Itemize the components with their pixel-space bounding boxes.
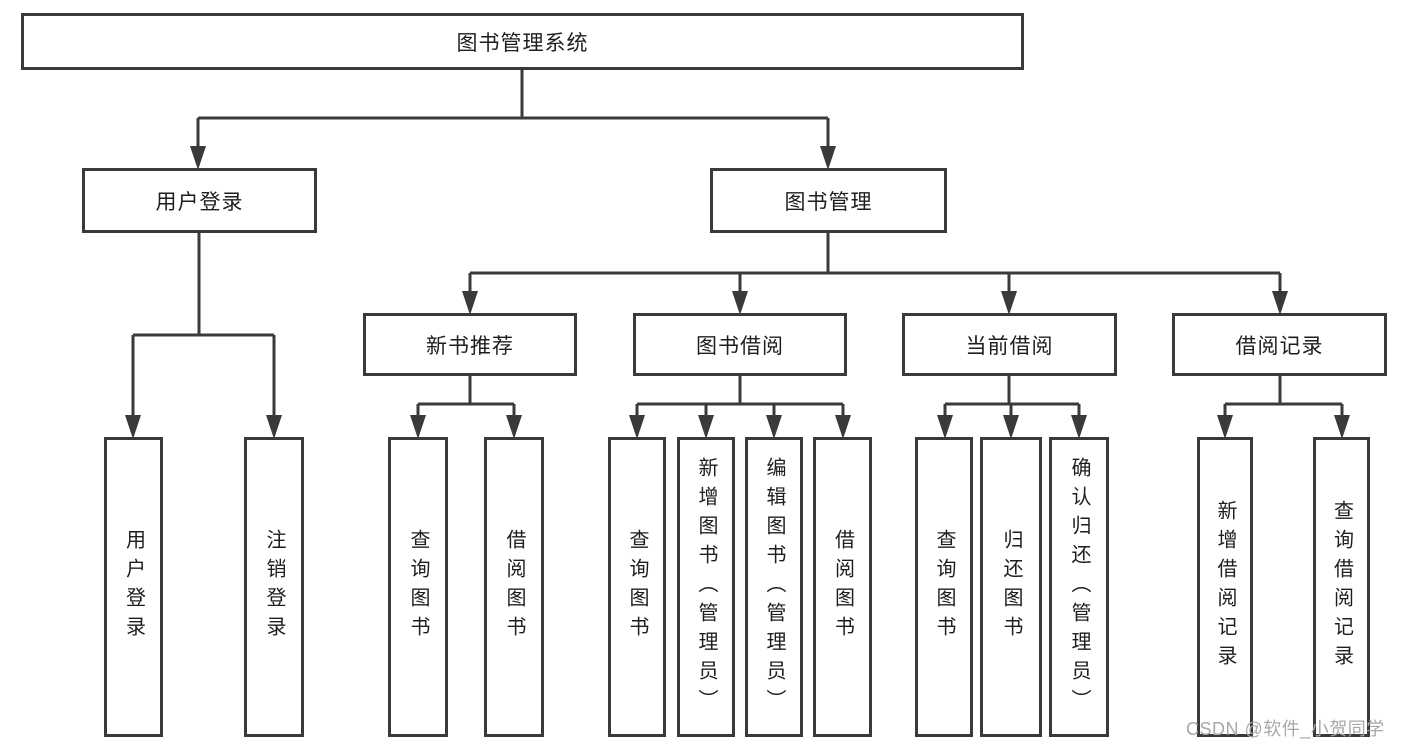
node-label: 查询借阅记录 [1330, 500, 1353, 674]
node-book-borrow: 图书借阅 [633, 313, 847, 376]
node-current-borrow: 当前借阅 [902, 313, 1117, 376]
node-label: 图书管理系统 [456, 31, 589, 55]
leaf-logout: 注销登录 [244, 437, 304, 737]
node-label: 查询图书 [407, 529, 429, 645]
node-borrow-records: 借阅记录 [1172, 313, 1387, 376]
leaf-query-books: 查询图书 [388, 437, 448, 737]
csdn-watermark: CSDN @软件_小贺同学 [1186, 719, 1385, 739]
node-label: 图书管理 [784, 190, 873, 214]
node-label: 注销登录 [263, 529, 285, 645]
node-label: 确认归还（管理员） [1068, 456, 1090, 718]
node-label: 用户登录 [155, 190, 244, 214]
node-label: 编辑图书（管理员） [763, 456, 785, 718]
leaf-query-books: 查询图书 [915, 437, 973, 737]
node-label: 当前借阅 [965, 334, 1054, 358]
leaf-user-login: 用户登录 [104, 437, 163, 737]
node-library-management-system: 图书管理系统 [21, 13, 1024, 70]
node-label: 用户登录 [122, 529, 145, 645]
leaf-borrow-books: 借阅图书 [813, 437, 872, 737]
node-label: 图书借阅 [696, 334, 784, 358]
arrow-heads [125, 146, 1350, 439]
leaf-add-books-admin: 新增图书（管理员） [677, 437, 735, 737]
node-label: 借阅记录 [1235, 334, 1324, 358]
leaf-confirm-return-admin: 确认归还（管理员） [1049, 437, 1109, 737]
leaf-query-books: 查询图书 [608, 437, 666, 737]
leaf-add-borrow-record: 新增借阅记录 [1197, 437, 1253, 737]
node-label: 新增图书（管理员） [695, 456, 717, 718]
leaf-return-books: 归还图书 [980, 437, 1042, 737]
node-new-book-recommend: 新书推荐 [363, 313, 577, 376]
node-label: 查询图书 [626, 529, 648, 645]
node-user-login: 用户登录 [82, 168, 317, 233]
node-label: 归还图书 [1000, 529, 1022, 645]
node-label: 借阅图书 [831, 529, 854, 645]
node-label: 新书推荐 [426, 334, 514, 358]
leaf-borrow-books: 借阅图书 [484, 437, 544, 737]
leaf-edit-books-admin: 编辑图书（管理员） [745, 437, 803, 737]
node-label: 借阅图书 [503, 529, 525, 645]
node-book-management: 图书管理 [710, 168, 947, 233]
leaf-query-borrow-record: 查询借阅记录 [1313, 437, 1370, 737]
tree-edges [131, 70, 1344, 417]
node-label: 新增借阅记录 [1214, 500, 1236, 674]
node-label: 查询图书 [933, 529, 955, 645]
